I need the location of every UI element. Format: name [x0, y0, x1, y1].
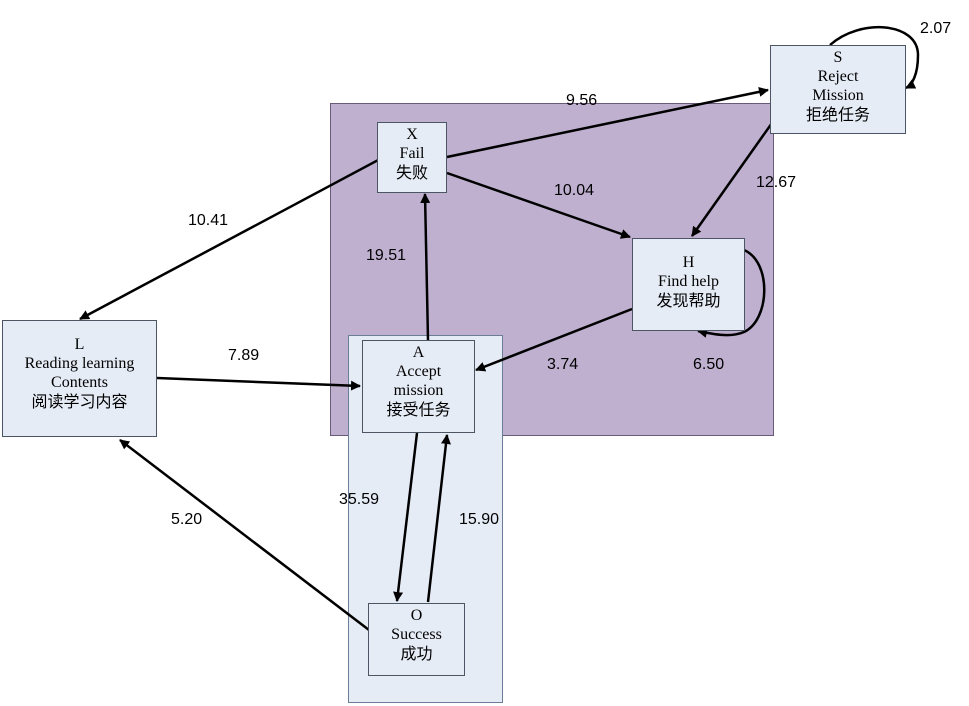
edge-label-h-to-a: 3.74 — [547, 356, 579, 373]
node-h-find-help: H Find help 发现帮助 — [632, 238, 745, 331]
edge-l-to-a — [156, 376, 361, 391]
node-a-zh: 接受任务 — [386, 400, 451, 419]
edge-label-s-self: 2.07 — [920, 20, 952, 37]
edge-x-to-h — [446, 171, 631, 239]
edge-a-to-o — [393, 432, 419, 602]
edge-label-o-to-a: 15.90 — [459, 511, 500, 528]
node-l-name-line2: Contents — [51, 374, 108, 391]
edge-label-s-to-h: 12.67 — [756, 174, 797, 191]
node-a-accept-mission: A Accept mission 接受任务 — [362, 340, 475, 433]
edge-s-to-h — [690, 122, 774, 237]
node-h-code: H — [682, 254, 695, 271]
node-a-name-line2: mission — [393, 382, 444, 399]
edge-label-l-to-a: 7.89 — [228, 347, 260, 364]
node-x-fail: X Fail 失败 — [377, 122, 447, 193]
node-o-code: O — [410, 607, 423, 624]
edge-label-a-to-x: 19.51 — [366, 247, 407, 264]
edge-o-to-a — [426, 434, 451, 603]
node-o-zh: 成功 — [400, 644, 433, 663]
node-x-code: X — [406, 126, 418, 143]
node-h-name: Find help — [658, 273, 719, 290]
edge-label-x-to-h: 10.04 — [554, 182, 595, 199]
edge-h-self-loop — [697, 248, 766, 338]
node-l-reading-learning-contents: L Reading learning Contents 阅读学习内容 — [2, 320, 157, 437]
edge-label-h-self: 6.50 — [693, 356, 725, 373]
node-a-code: A — [412, 344, 425, 361]
node-x-zh: 失败 — [395, 163, 428, 182]
edge-label-o-to-l: 5.20 — [171, 511, 203, 528]
node-h-zh: 发现帮助 — [656, 291, 721, 310]
node-s-zh: 拒绝任务 — [805, 105, 870, 124]
node-l-code: L — [74, 336, 85, 353]
edge-s-self-loop — [829, 26, 920, 90]
node-l-zh: 阅读学习内容 — [31, 392, 128, 411]
edge-o-to-l — [119, 439, 370, 631]
node-l-name-line1: Reading learning — [24, 355, 135, 372]
node-o-name: Success — [391, 626, 442, 643]
node-s-name-line1: Reject — [817, 68, 859, 85]
edge-x-to-s — [446, 86, 769, 159]
edge-a-to-x — [420, 193, 431, 341]
edge-label-x-to-l: 10.41 — [188, 212, 229, 229]
edge-label-a-to-o: 35.59 — [339, 491, 380, 508]
edge-label-x-to-s: 9.56 — [566, 92, 598, 109]
edge-h-to-a — [475, 307, 633, 372]
edge-x-to-l — [79, 156, 383, 321]
node-x-name: Fail — [399, 145, 425, 162]
node-o-success: O Success 成功 — [368, 603, 465, 676]
node-s-name-line2: Mission — [812, 87, 864, 104]
node-s-code: S — [833, 49, 843, 66]
node-s-reject-mission: S Reject Mission 拒绝任务 — [770, 45, 906, 134]
node-a-name-line1: Accept — [395, 363, 442, 380]
